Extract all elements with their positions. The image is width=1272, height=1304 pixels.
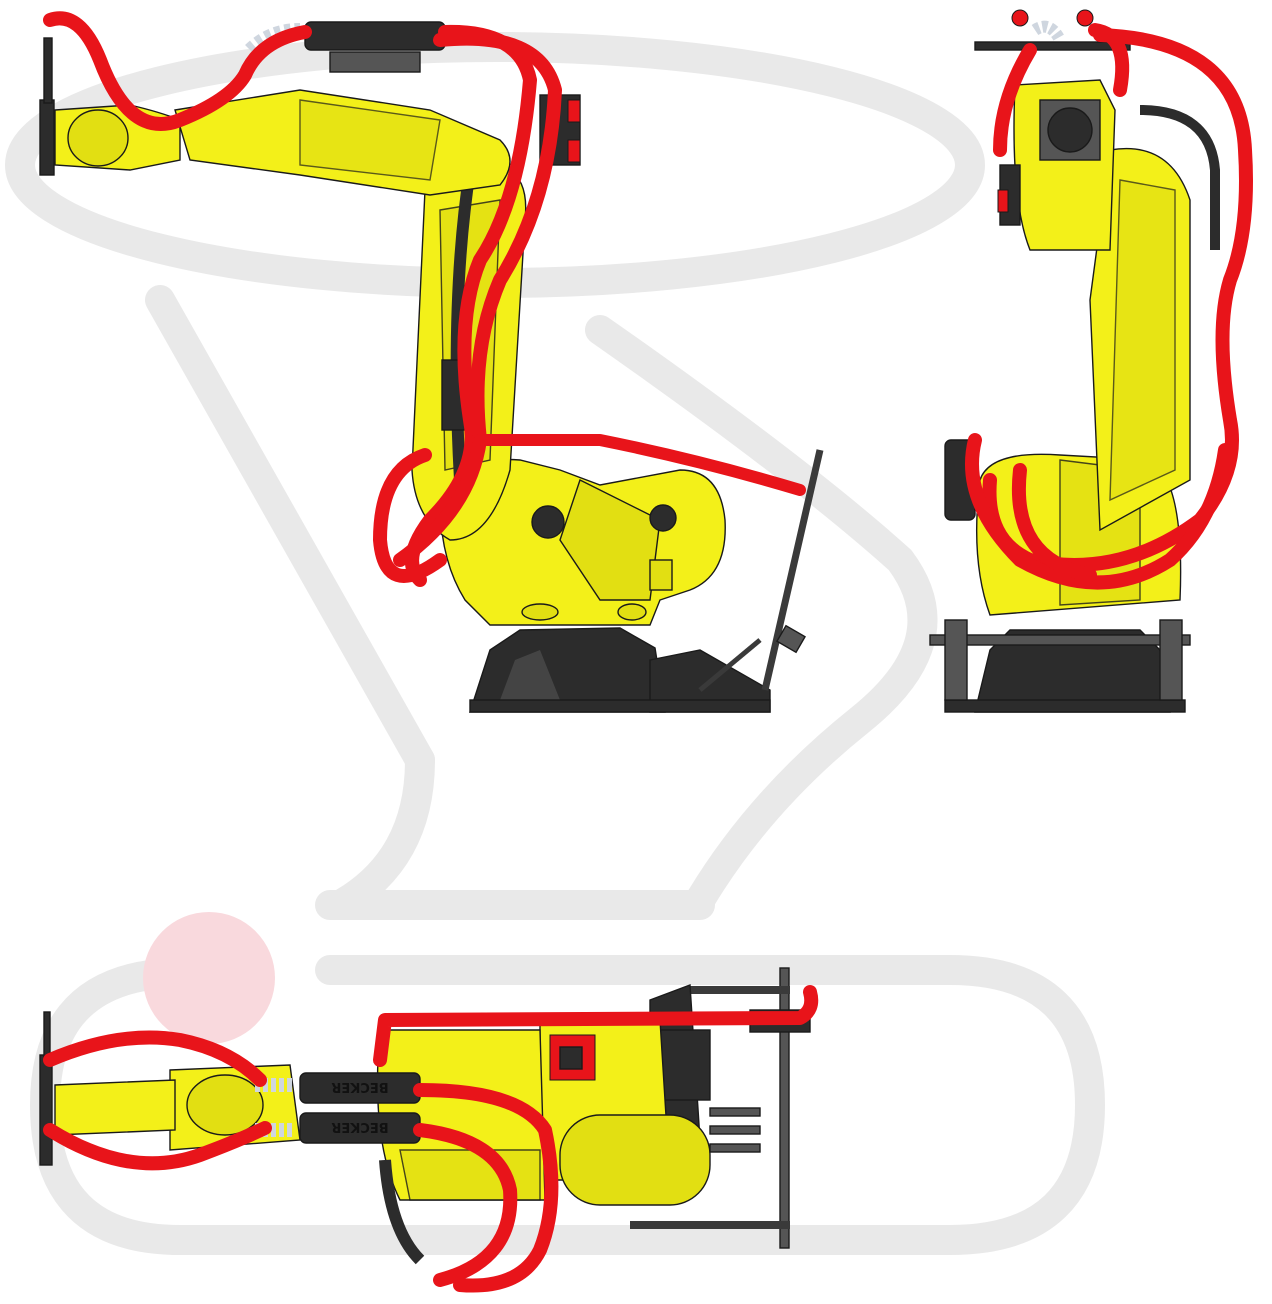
top-hose-sleeves: BECKER BECKER bbox=[255, 1072, 421, 1144]
side-hoses bbox=[43, 11, 806, 587]
front-upper-housing bbox=[997, 79, 1116, 251]
side-upper-arm bbox=[174, 89, 581, 196]
front-base bbox=[929, 619, 1191, 713]
front-top-bar bbox=[974, 9, 1131, 51]
front-hoses bbox=[965, 23, 1253, 590]
top-hoses bbox=[43, 985, 819, 1293]
top-turret bbox=[539, 1019, 711, 1206]
watermark-mid-stroke bbox=[585, 315, 938, 915]
side-base bbox=[469, 627, 771, 713]
top-connectors bbox=[709, 1107, 761, 1153]
watermark-left-stroke bbox=[145, 285, 435, 775]
top-plan-view: BECKER BECKER bbox=[39, 967, 819, 1293]
hose-sleeve-label-upper: BECKER bbox=[331, 1079, 388, 1094]
side-turret bbox=[439, 458, 726, 626]
front-elevation-view bbox=[929, 9, 1253, 713]
front-arm bbox=[1089, 105, 1220, 532]
watermark-down-stroke bbox=[325, 745, 435, 920]
side-elevation-view bbox=[39, 11, 824, 713]
hose-sleeve-label-lower: BECKER bbox=[331, 1119, 388, 1134]
watermark-dot bbox=[143, 912, 275, 1044]
side-cable-pole bbox=[698, 449, 824, 692]
